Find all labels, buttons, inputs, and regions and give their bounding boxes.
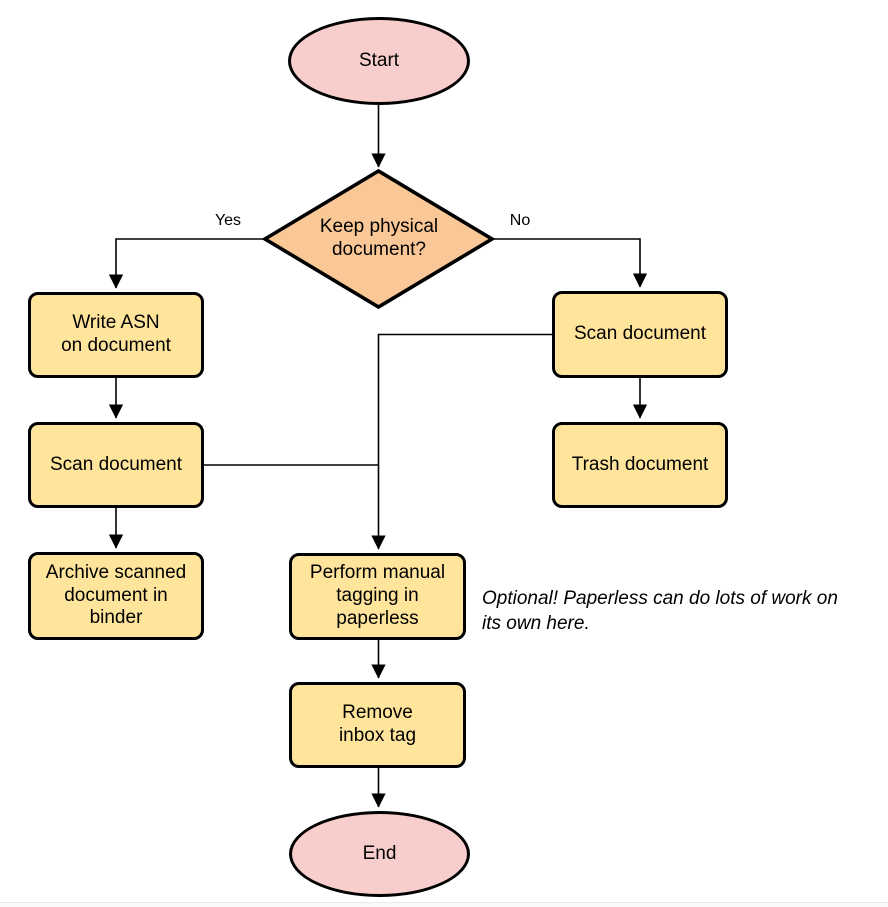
node-archive-scanned: Archive scanned document in binder xyxy=(28,552,204,640)
node-scan-document-left: Scan document xyxy=(28,422,204,508)
edge-label-no: No xyxy=(509,212,531,229)
node-scan-document-left-label: Scan document xyxy=(49,453,183,475)
edge-label-yes: Yes xyxy=(214,212,242,229)
node-perform-tagging: Perform manual tagging in paperless xyxy=(289,553,466,640)
node-archive-scanned-label: Archive scanned document in binder xyxy=(45,561,187,629)
node-write-asn: Write ASN on document xyxy=(28,292,204,378)
node-end: End xyxy=(289,811,470,897)
decision-diamond-shape xyxy=(261,168,496,310)
node-remove-inbox-tag: Remove inbox tag xyxy=(289,682,466,768)
node-scan-document-right-label: Scan document xyxy=(573,323,707,345)
node-decision-label: Keep physical document? xyxy=(319,216,439,260)
node-scan-document-right: Scan document xyxy=(552,291,728,378)
node-trash-document: Trash document xyxy=(552,422,728,508)
node-end-label: End xyxy=(362,842,397,864)
node-remove-inbox-tag-label: Remove inbox tag xyxy=(338,702,417,746)
node-trash-document-label: Trash document xyxy=(571,453,709,475)
edge-decision-yes-to-write-asn xyxy=(108,238,265,289)
node-start: Start xyxy=(288,17,470,105)
edge-scan-right-to-perform-tagging xyxy=(371,333,552,550)
node-perform-tagging-label: Perform manual tagging in paperless xyxy=(309,562,446,629)
bottom-page-divider xyxy=(0,902,888,907)
node-write-asn-label: Write ASN on document xyxy=(61,312,171,356)
node-start-label: Start xyxy=(358,49,400,71)
optional-note: Optional! Paperless can do lots of work … xyxy=(482,588,838,635)
edge-decision-no-to-scan-right xyxy=(492,238,648,288)
